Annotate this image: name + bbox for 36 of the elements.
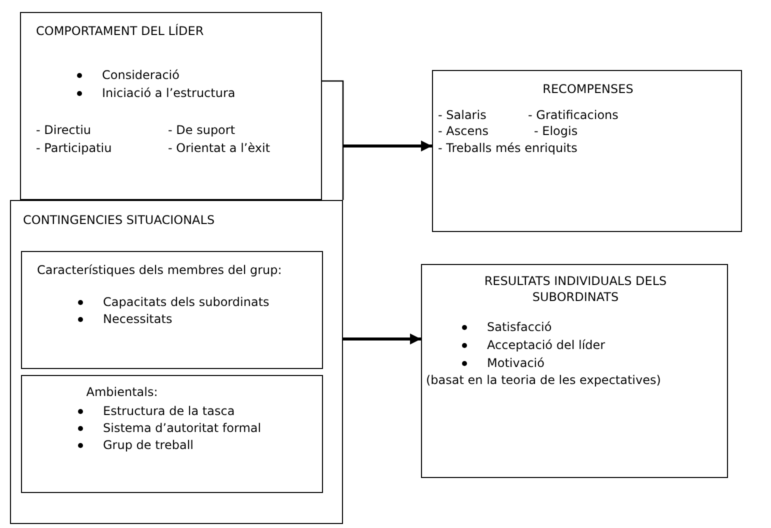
box-heading: RECOMPENSES [542,81,634,97]
box-heading: COMPORTAMENT DEL LÍDER [36,23,204,39]
list-item: Necessitats [103,311,172,327]
text-box [20,12,322,200]
list-item: Estructura de la tasca [103,403,235,419]
arrow [343,334,421,344]
text-box [10,200,343,524]
list-item: - Participatiu [36,140,112,156]
list-item: - Elogis [534,123,578,139]
text-box [432,70,742,232]
list-item: - Salaris [438,107,486,123]
box-heading: Característiques dels membres del grup: [37,262,283,278]
list-item: Consideració [102,67,180,83]
box-heading: CONTINGENCIES SITUACIONALS [23,212,215,228]
list-item: - Directiu [36,122,92,138]
box-heading: RESULTATS INDIVIDUALS DELS SUBORDINATS [483,273,668,305]
arrow [343,140,432,152]
text-box [421,264,728,478]
list-item: Acceptació del líder [487,337,606,353]
list-item: - Orientat a l’èxit [168,140,270,156]
list-item: Iniciació a l’estructura [102,85,236,101]
connector-line [342,146,344,200]
text-box [21,251,323,369]
list-item: (basat en la teoria de les expectatives) [426,372,661,388]
list-item: - Treballs més enriquits [438,140,578,156]
list-item: Motivació [487,355,544,371]
connector-line [322,80,344,146]
box-heading: Ambientals: [85,384,159,400]
list-item: - Ascens [438,123,488,139]
list-item: - Gratificacions [528,107,618,123]
text-box [21,375,323,493]
list-item: Satisfacció [487,319,552,335]
list-item: Capacitats dels subordinats [103,294,270,310]
list-item: Grup de treball [103,437,194,453]
list-item: Sistema d’autoritat formal [103,420,262,436]
list-item: - De suport [168,122,236,138]
